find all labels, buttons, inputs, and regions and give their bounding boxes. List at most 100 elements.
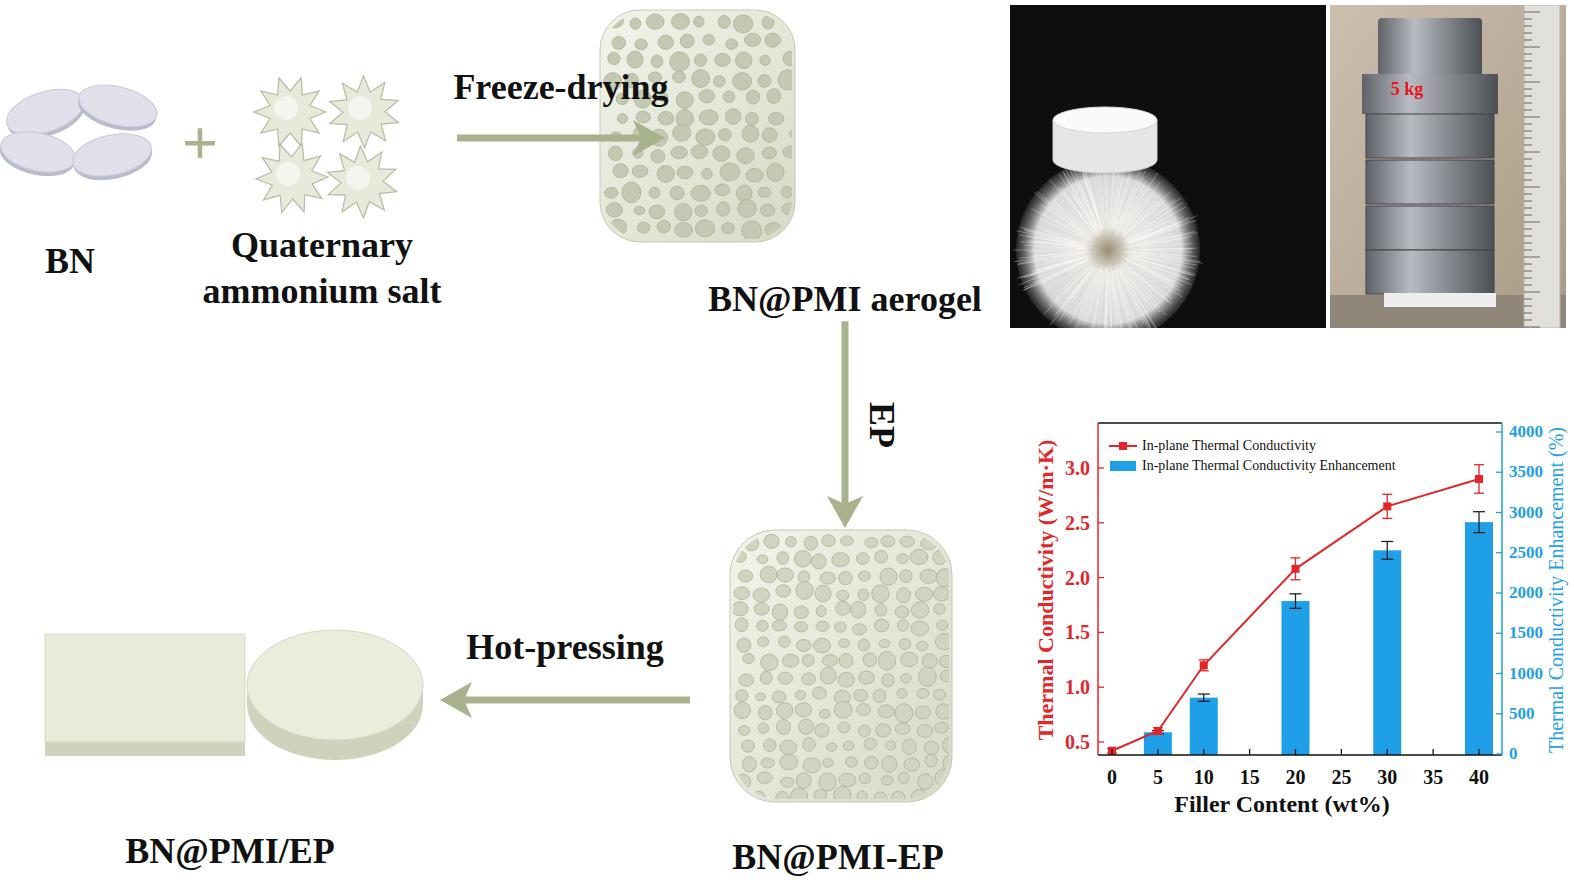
pore <box>671 146 687 158</box>
pore <box>646 14 664 29</box>
point-marker <box>1200 661 1208 669</box>
right-tick <box>1496 431 1502 432</box>
pore <box>922 654 937 668</box>
pore <box>839 773 856 786</box>
pore <box>677 166 693 179</box>
right-tick <box>1496 472 1502 473</box>
ruler-tick <box>1524 26 1532 27</box>
pore <box>814 638 831 652</box>
filament <box>1138 267 1181 291</box>
pore <box>608 52 620 64</box>
filament <box>1052 216 1092 240</box>
bar-error <box>1198 694 1210 701</box>
filament <box>1024 259 1088 288</box>
ruler-tick <box>1524 180 1532 181</box>
tick-label: 0 <box>1107 765 1117 789</box>
pore <box>899 638 910 649</box>
pore <box>753 791 765 799</box>
pore <box>839 653 853 667</box>
pore <box>880 568 897 585</box>
filament <box>1019 254 1083 264</box>
filament <box>1024 260 1077 278</box>
filament <box>1133 271 1169 302</box>
filament <box>1123 193 1155 232</box>
pore <box>742 757 756 772</box>
pore <box>900 536 914 547</box>
pore <box>936 634 949 650</box>
pore <box>935 769 949 787</box>
pore <box>757 620 769 631</box>
pore <box>670 186 684 199</box>
point-marker <box>1292 565 1300 573</box>
pore <box>753 588 770 602</box>
right-tick <box>1496 753 1502 754</box>
pore <box>713 76 725 87</box>
arrow-shaft <box>464 697 690 704</box>
pore <box>658 35 673 49</box>
pore <box>651 150 665 163</box>
x-tick <box>1341 749 1342 755</box>
ruler-tick <box>1524 12 1540 13</box>
ruler-tick <box>1524 61 1532 62</box>
pore <box>895 704 913 723</box>
axis-title: Filler Content (wt%) <box>1174 790 1390 819</box>
pore <box>649 205 665 219</box>
pore <box>812 687 826 699</box>
filament <box>1136 231 1194 243</box>
pore <box>872 585 889 603</box>
arrow-shaft <box>842 321 849 504</box>
pore <box>609 146 623 160</box>
filament <box>1024 260 1087 290</box>
pore <box>738 200 757 218</box>
node-label: BN@PMI/EP <box>125 830 334 873</box>
aerogel-top <box>1053 107 1157 133</box>
x-axis <box>1098 754 1502 756</box>
tick-label: 5 <box>1153 765 1163 789</box>
pore <box>754 603 769 615</box>
filament <box>1047 209 1088 237</box>
pore <box>814 790 827 799</box>
pore <box>916 641 928 650</box>
filament <box>1133 251 1192 252</box>
pore <box>794 622 807 632</box>
filament <box>1059 276 1091 322</box>
filament <box>1117 186 1145 235</box>
pore <box>781 187 792 198</box>
pore <box>910 549 928 564</box>
x-tick <box>1295 749 1296 755</box>
pore <box>823 758 833 767</box>
filament <box>1069 280 1092 324</box>
bn-flake <box>69 127 156 187</box>
ruler-tick <box>1524 306 1532 307</box>
filament <box>1063 192 1097 236</box>
filament <box>1028 251 1084 252</box>
filament <box>1137 268 1183 297</box>
pore <box>744 33 760 46</box>
pore <box>733 15 752 33</box>
pore <box>722 223 735 234</box>
pore <box>783 146 792 158</box>
pore <box>675 222 693 237</box>
ruler-tick <box>1524 152 1540 153</box>
pore <box>882 674 894 687</box>
pore <box>636 111 650 123</box>
filament <box>1133 198 1181 232</box>
pore <box>764 739 776 752</box>
weight-ring <box>1366 250 1494 294</box>
process-arrow <box>827 321 863 528</box>
star-highlight <box>348 96 372 120</box>
ruler-tick <box>1524 222 1540 223</box>
pore <box>898 772 909 783</box>
filament <box>1024 245 1086 249</box>
pore <box>834 786 851 799</box>
pore <box>863 653 876 667</box>
ruler-tick <box>1524 236 1532 237</box>
pore <box>634 206 645 214</box>
filament <box>1109 274 1112 328</box>
filament <box>1124 217 1190 243</box>
pore <box>627 51 643 68</box>
filament <box>1024 229 1085 244</box>
pore <box>933 551 947 565</box>
ruler-tick <box>1524 110 1532 111</box>
pore <box>934 788 947 799</box>
